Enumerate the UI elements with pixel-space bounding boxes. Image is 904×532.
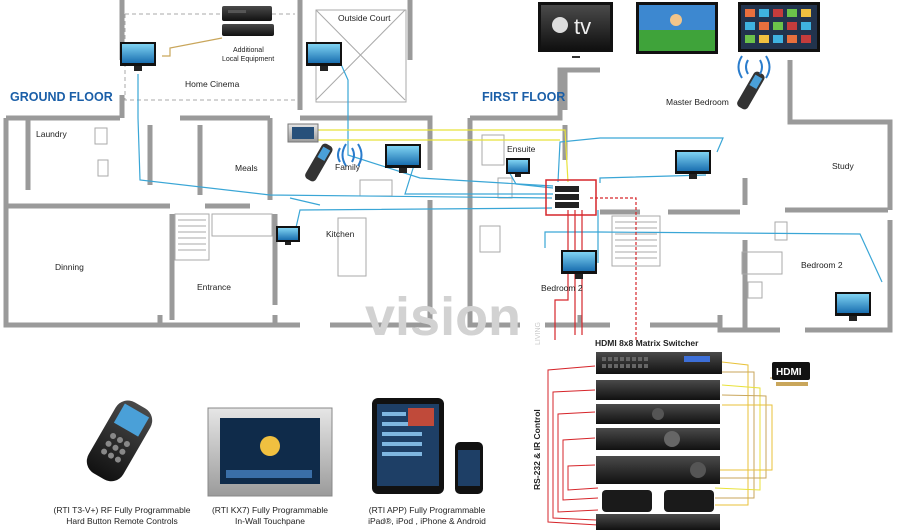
touchpanel-caption-line1: (RTI KX7) Fully Programmable	[212, 505, 328, 515]
rti-t3v-remote-image	[86, 400, 153, 482]
cable-runs	[137, 37, 883, 340]
tv-icon	[120, 42, 156, 71]
remote-caption-line1: (RTI T3-V+) RF Fully Programmable	[54, 505, 191, 515]
control-label: RS-232 & IR Control	[532, 409, 542, 490]
rack-knob	[652, 408, 664, 420]
apple-tv-box	[664, 490, 714, 512]
wall-touchpanel-icon	[287, 123, 319, 143]
ground-floor-heading: GROUND FLOOR	[10, 90, 113, 104]
tv-icon	[385, 144, 421, 173]
tv-icon	[306, 42, 342, 71]
tv-icon	[506, 158, 530, 177]
rack-unit	[596, 380, 720, 400]
switcher-label: HDMI 8x8 Matrix Switcher	[595, 338, 699, 348]
apps-tv-screen	[738, 2, 820, 52]
wifi-icon	[737, 55, 771, 79]
apple-tv-box	[602, 490, 652, 512]
room-label-meals: Meals	[235, 163, 258, 173]
remote-caption-line2: Hard Button Remote Controls	[66, 516, 178, 526]
room-label-laundry: Laundry	[36, 129, 67, 139]
watermark-tag: LIVING	[535, 322, 542, 345]
room-label-ensuite: Ensuite	[507, 144, 536, 154]
rack-unit	[596, 514, 720, 530]
ground-floor-plan	[3, 0, 433, 328]
wifi-icon	[337, 143, 363, 167]
first-floor-plan	[467, 60, 893, 333]
bluray-player	[596, 428, 720, 450]
first-floor-heading: FIRST FLOOR	[482, 90, 565, 104]
room-label-bedroom2-right: Bedroom 2	[801, 260, 843, 270]
local-equipment-icon	[222, 6, 274, 36]
remote-control-icon	[305, 143, 333, 182]
tv-icon	[276, 226, 300, 245]
touchpanel-caption-line2: In-Wall Touchpane	[235, 516, 305, 526]
tv-icon	[561, 250, 597, 279]
tv-icon	[835, 292, 871, 321]
watermark-brand: vision	[365, 287, 521, 347]
room-label-entrance: Entrance	[197, 282, 231, 292]
equipment-rack	[596, 352, 722, 530]
matrix-switcher-unit	[596, 352, 722, 374]
sports-tv-screen	[636, 2, 718, 54]
switcher-location-marker	[545, 179, 597, 216]
apple-tv-screen	[538, 2, 613, 58]
app-caption-line1: (RTI APP) Fully Programmable	[369, 505, 486, 515]
room-label-family: Family	[335, 162, 361, 172]
room-label-outside-court: Outside Court	[338, 13, 391, 23]
tv-logo-text: tv	[574, 14, 591, 39]
ipad-image	[372, 398, 444, 494]
hdmi-connector-icon	[772, 362, 810, 386]
remote-control-icon	[737, 71, 765, 110]
local-equipment-label-2: Local Equipment	[222, 56, 274, 63]
iphone-image	[455, 442, 483, 494]
tv-icon	[675, 150, 711, 179]
hdmi-badge-text: HDMI	[776, 367, 802, 378]
room-label-bedroom2-left: Bedroom 2	[541, 283, 583, 293]
room-label-study: Study	[832, 161, 854, 171]
room-label-kitchen: Kitchen	[326, 229, 355, 239]
rti-kx7-touchpanel-image	[207, 407, 333, 497]
app-caption-line2: iPad®, iPod , iPhone & Android	[368, 516, 486, 526]
room-label-dinning: Dinning	[55, 262, 84, 272]
room-label-home-cinema: Home Cinema	[185, 79, 240, 89]
ground-floor-fixtures	[94, 9, 407, 277]
room-label-master-bedroom: Master Bedroom	[666, 97, 729, 107]
local-equipment-label-1: Additional	[233, 47, 264, 54]
rs232-ir-cable-bundle	[547, 361, 792, 526]
